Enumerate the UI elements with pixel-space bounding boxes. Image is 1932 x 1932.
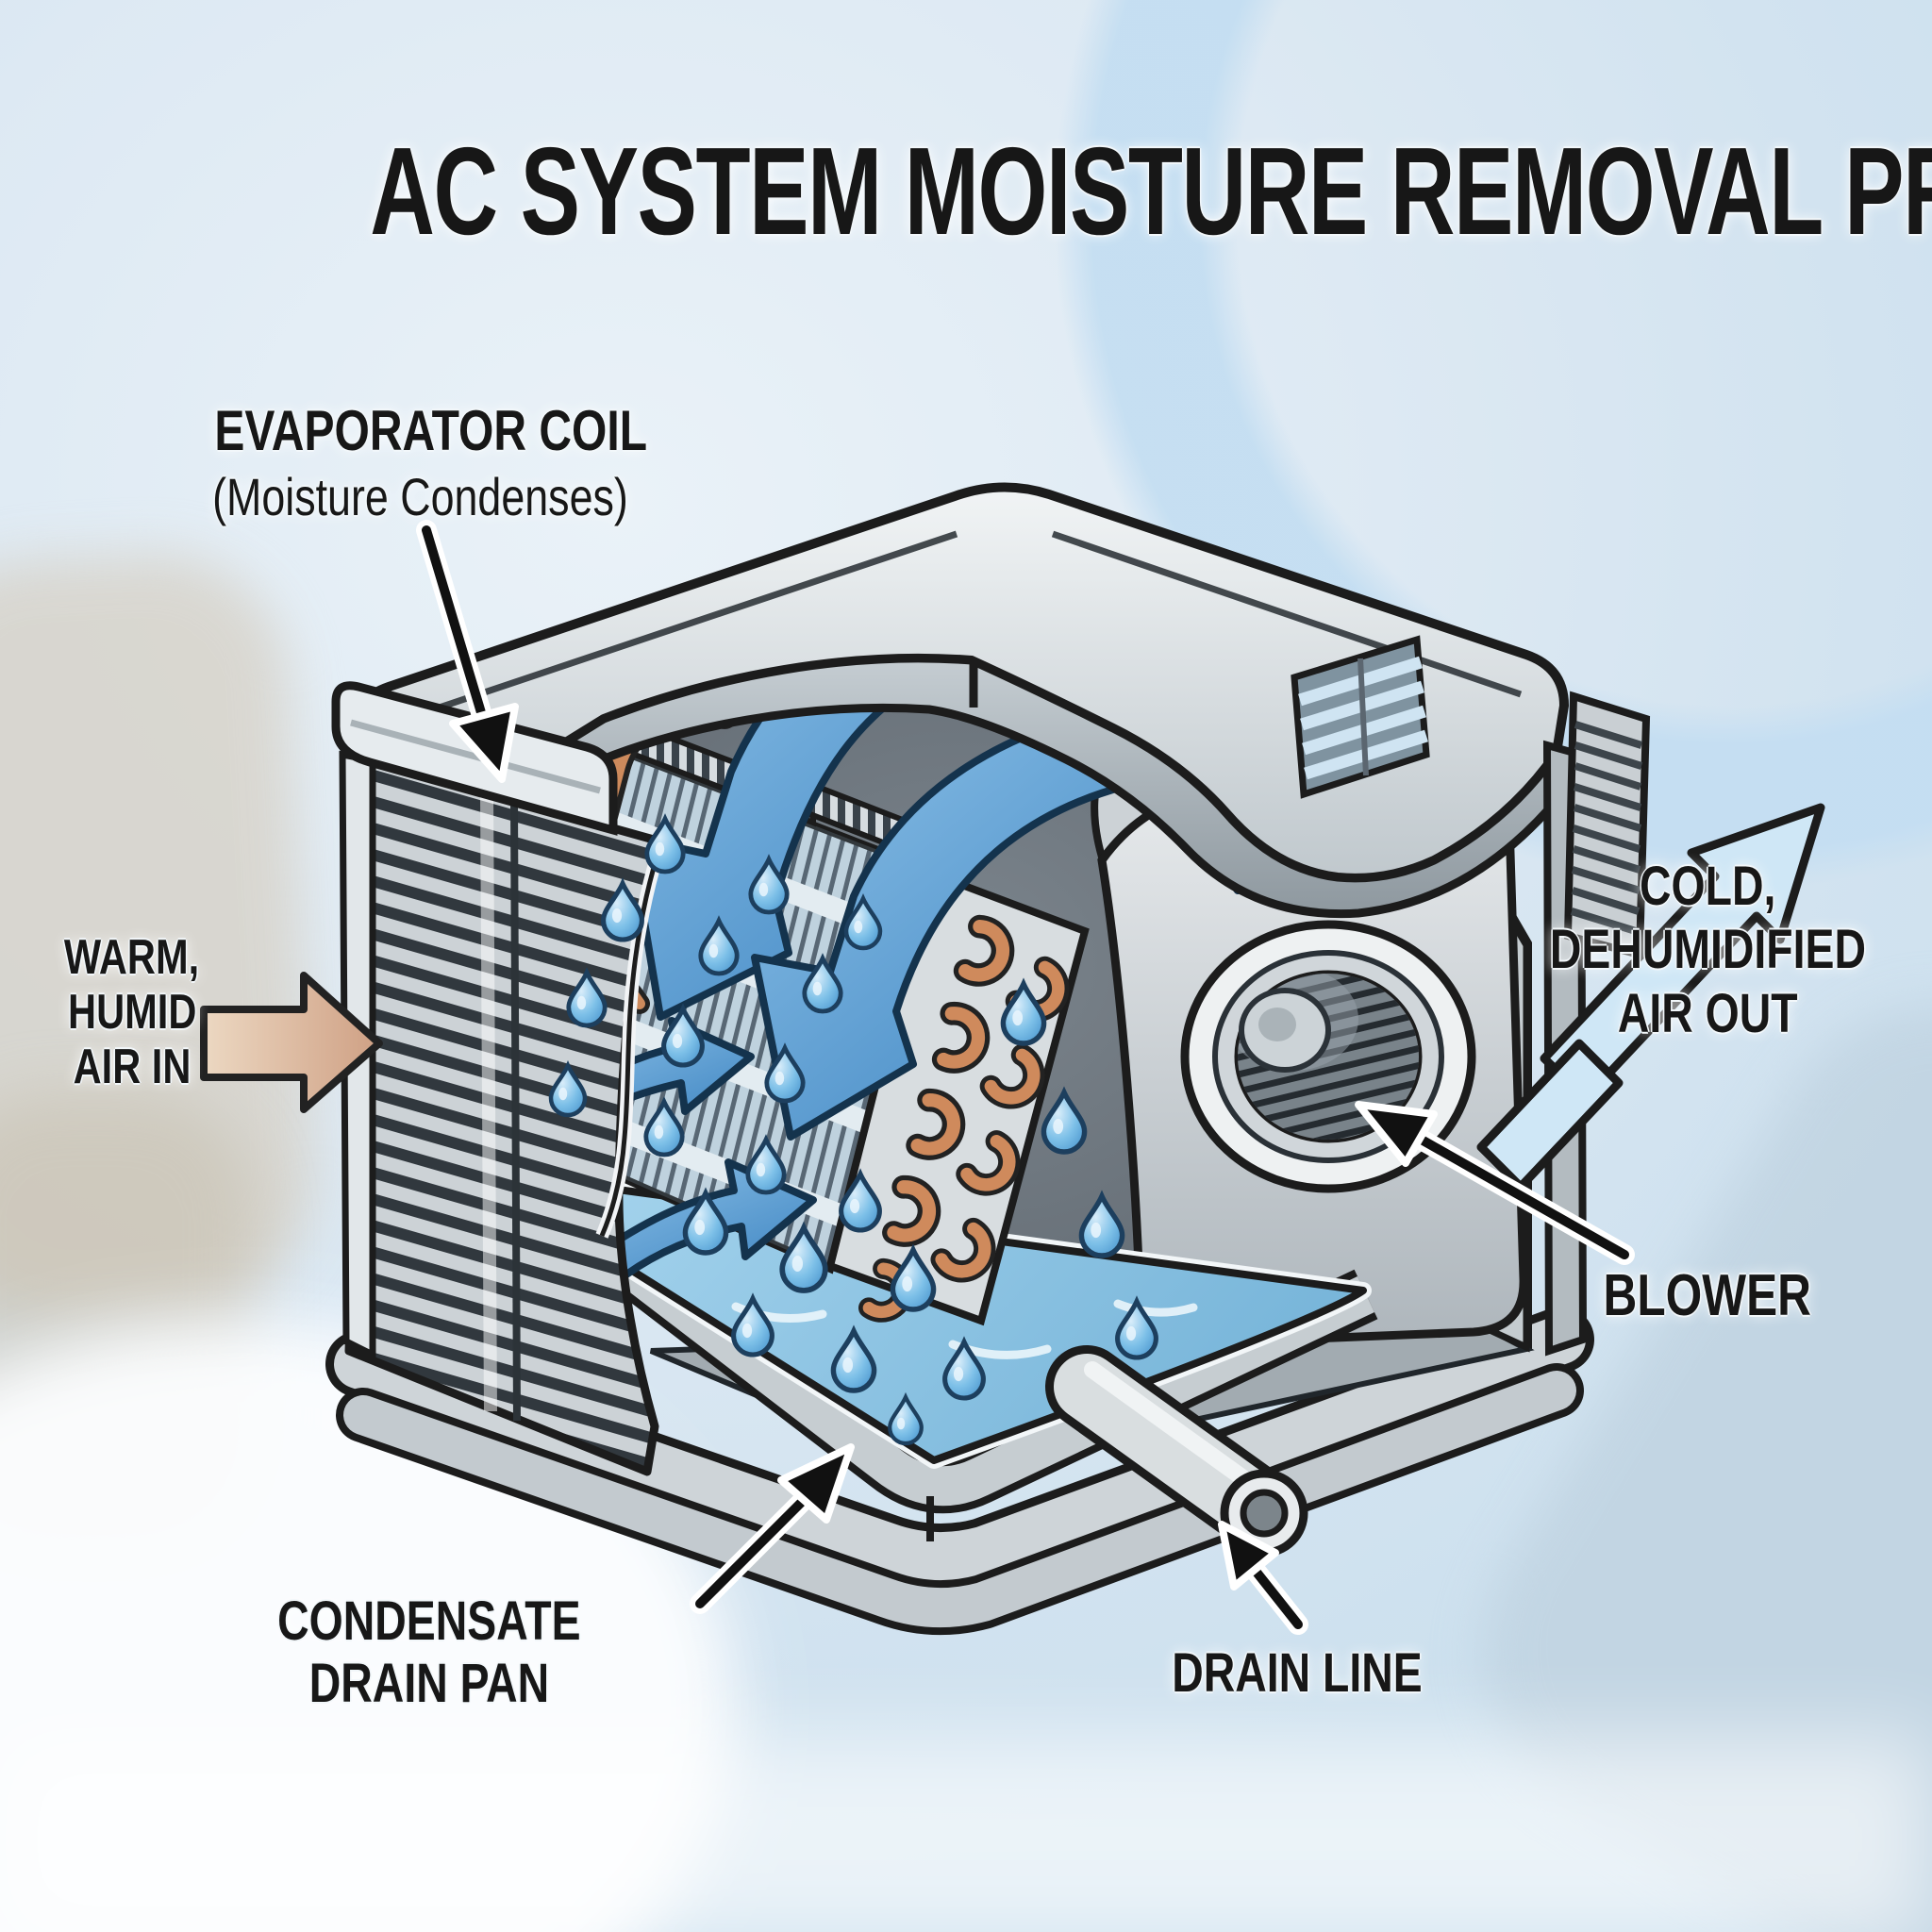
cold-air-line1: COLD,	[1639, 856, 1776, 917]
louver-slats	[344, 756, 665, 1476]
pointer-evaporator	[416, 520, 519, 783]
blower-hub-cap	[1258, 1008, 1296, 1041]
evaporator-coil-label: EVAPORATOR COIL	[214, 399, 648, 462]
diagram-title-text: AC SYSTEM MOISTURE REMOVAL PROCESS	[370, 122, 1932, 260]
pointer-drain-line	[1218, 1521, 1308, 1635]
base-rim-upper	[334, 1315, 1586, 1582]
label-cold-air-out: COLD, DEHUMIDIFIED AIR OUT	[1500, 855, 1915, 1045]
warm-air-line3: AIR IN	[73, 1040, 192, 1095]
louver-divider	[510, 803, 521, 1422]
drain-line-label-text: DRAIN LINE	[1172, 1642, 1423, 1704]
louver-highlight	[480, 793, 497, 1412]
cold-air-line2: DEHUMIDIFIED	[1549, 919, 1866, 981]
label-blower: BLOWER	[1557, 1263, 1858, 1328]
blower-label-text: BLOWER	[1603, 1263, 1812, 1328]
base-skirt	[343, 1371, 1576, 1628]
pipe-highlight	[1084, 1361, 1256, 1490]
pipe-bore	[1240, 1489, 1289, 1538]
unit-base	[325, 1307, 1594, 1636]
pan-wall	[512, 1171, 1374, 1507]
label-drain-line: DRAIN LINE	[1113, 1643, 1481, 1704]
warm-air-line1: WARM,	[64, 930, 200, 985]
condensate-line2: DRAIN PAN	[308, 1653, 550, 1715]
label-warm-air-in: WARM, HUMID AIR IN	[28, 930, 236, 1095]
intake-louver-panel	[331, 681, 669, 1476]
label-evaporator-coil: EVAPORATOR COIL (Moisture Condenses)	[160, 400, 647, 526]
label-condensate-drain-pan: CONDENSATE DRAIN PAN	[217, 1591, 641, 1715]
warm-air-line2: HUMID	[67, 985, 197, 1041]
evaporator-coil-sublabel: (Moisture Condenses)	[212, 467, 628, 526]
cold-air-line3: AIR OUT	[1617, 982, 1798, 1044]
louver-rail-line	[350, 719, 601, 794]
condensate-line1: CONDENSATE	[277, 1591, 581, 1652]
diagram-title: AC SYSTEM MOISTURE REMOVAL PROCESS	[0, 123, 1932, 259]
